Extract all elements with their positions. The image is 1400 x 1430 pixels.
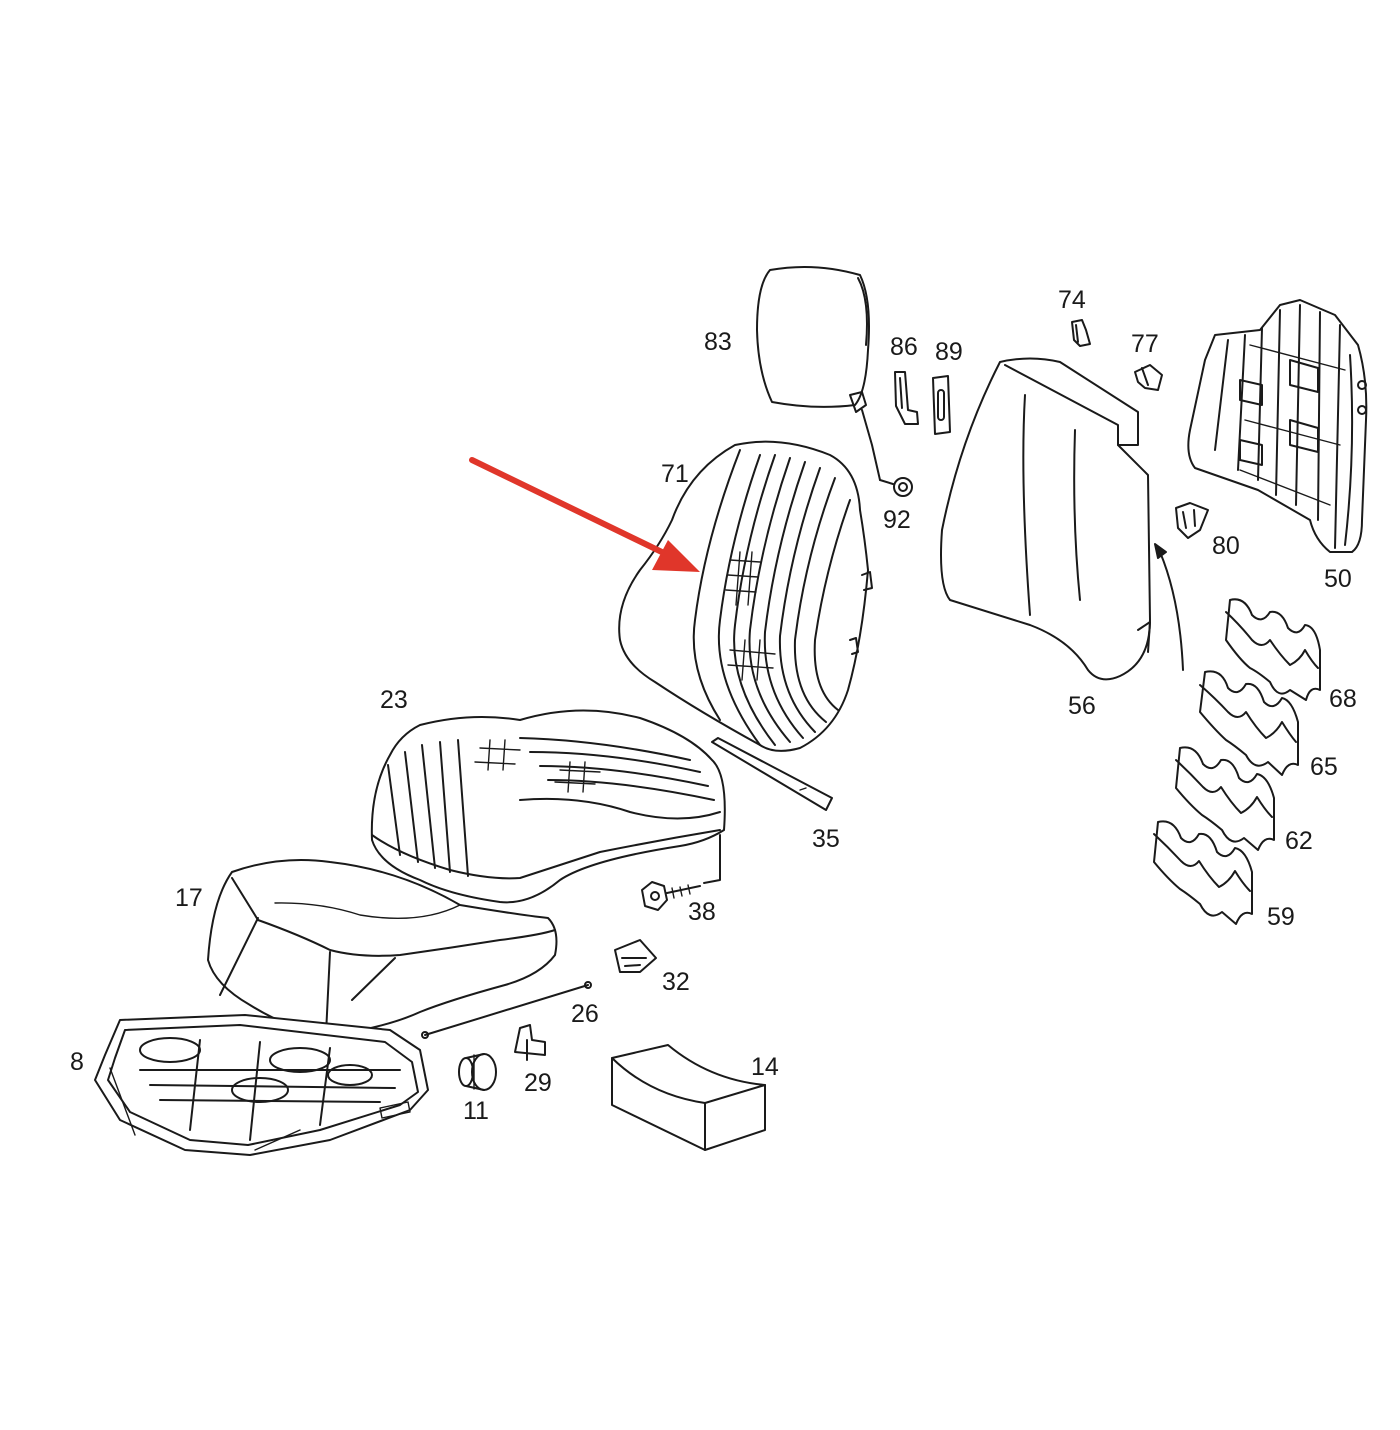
pointer-arrow [469,457,700,572]
part-71-backrest-cover [618,440,873,752]
label-71: 71 [661,460,689,488]
assembly-arrow [1154,543,1184,671]
part-23-seat-cover [370,709,726,904]
label-29: 29 [524,1069,552,1097]
part-38-bolt [641,881,701,911]
label-62: 62 [1285,827,1313,855]
label-80: 80 [1212,532,1240,560]
part-50-frame [1187,299,1368,553]
part-59-spring-mat [1153,820,1253,925]
label-17: 17 [175,884,203,912]
part-65-spring-mat [1199,670,1299,776]
part-68-spring-mat [1225,598,1321,701]
label-68: 68 [1329,685,1357,713]
label-77: 77 [1131,330,1159,358]
part-17-seat-cushion [207,858,558,1036]
label-26: 26 [571,1000,599,1028]
label-50: 50 [1324,565,1352,593]
part-11-bushing [458,1053,497,1091]
part-86-bracket [894,371,919,425]
label-92: 92 [883,506,911,534]
label-35: 35 [812,825,840,853]
part-77-clip [1134,364,1163,391]
part-74-clip [1071,319,1091,347]
label-38: 38 [688,898,716,926]
label-56: 56 [1068,692,1096,720]
label-14: 14 [751,1053,779,1081]
label-23: 23 [380,686,408,714]
part-56-back-panel [940,357,1151,681]
part-29-clip [514,1024,546,1061]
part-62-spring-mat [1175,746,1275,851]
part-92-screw [879,477,913,497]
label-8: 8 [70,1048,84,1076]
part-83-headrest [756,265,881,481]
part-80-clip [1175,502,1209,539]
part-35-strip [711,737,833,811]
label-59: 59 [1267,903,1295,931]
label-83: 83 [704,328,732,356]
label-89: 89 [935,338,963,366]
part-8-seat-frame [94,1014,429,1156]
part-32-clip [614,939,657,973]
part-89-plate [932,375,951,435]
part-14-foam-block [611,1044,766,1151]
label-32: 32 [662,968,690,996]
label-86: 86 [890,333,918,361]
label-65: 65 [1310,753,1338,781]
label-11: 11 [463,1097,489,1125]
label-74: 74 [1058,286,1086,314]
part-26-rod [421,981,592,1039]
